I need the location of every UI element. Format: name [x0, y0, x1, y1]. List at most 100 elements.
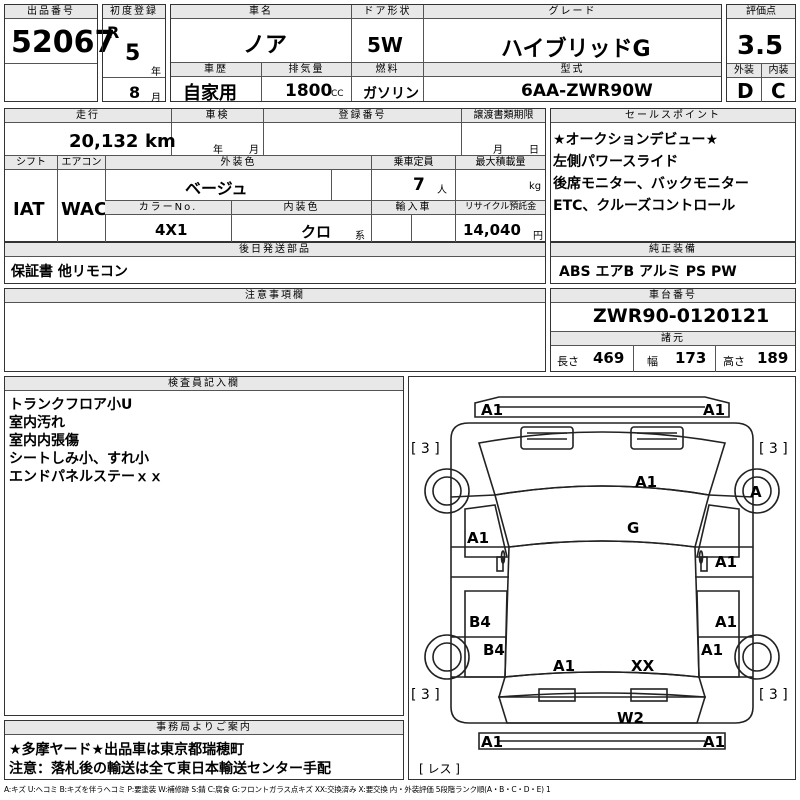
car-name-label: 車名	[171, 5, 351, 19]
inspector-note: 室内汚れ	[9, 415, 65, 431]
mark-right-rear-door: A1	[715, 613, 737, 631]
month-unit: 月	[151, 93, 161, 104]
inspector-note: エンドパネルステーｘｘ	[9, 469, 163, 485]
recycle-label: リサイクル預託金	[455, 201, 545, 215]
chassis-box: 車台番号 ZWR90-0120121 諸元 長さ 469 幅 173 高さ 18…	[550, 288, 796, 372]
first-registration-box: 初度登録 R 5 年 8 月	[102, 4, 166, 104]
plate-label: 登録番号	[263, 109, 461, 123]
interior-color: クロ	[301, 223, 332, 241]
mark-bracket-tl: [ 3 ]	[411, 441, 440, 457]
car-diagram: A1 A1 [ 3 ] [ 3 ] A1 A G A1 A1 B4 A1 B4 …	[411, 396, 788, 776]
vehicle-history: 自家用	[183, 83, 237, 104]
inspection-year-unit: 年	[213, 145, 223, 156]
interior-color-unit: 系	[355, 231, 365, 242]
sales-point: 後席モニター、バックモニター	[553, 176, 749, 192]
model-label: 型式	[423, 63, 721, 77]
mark-front-left: A1	[481, 401, 503, 419]
office-notice-label: 事務局よりご案内	[5, 721, 403, 735]
mark-left-rear: B4	[483, 641, 505, 659]
kg-unit: kg	[529, 181, 542, 192]
height-label: 高さ	[723, 355, 745, 368]
first-registration-label: 初度登録	[103, 5, 165, 19]
interior-label: 内装	[761, 64, 795, 78]
notes-label: 注意事項欄	[5, 289, 545, 303]
capacity-unit: 人	[437, 185, 447, 196]
exterior-color: ベージュ	[185, 179, 248, 198]
equipment-label: 純正装備	[551, 243, 795, 257]
mark-roof-rear-left: A1	[553, 657, 575, 675]
grade-label: グレード	[423, 5, 721, 19]
year-unit: 年	[151, 67, 161, 78]
office-line: 注意：落札後の輸送は全て東日本輸送センター手配	[9, 761, 331, 777]
inspection-label: 車検	[171, 109, 263, 123]
mark-left-rear-door: B4	[469, 613, 491, 631]
sales-points-box: セールスポイント ★オークションデビュー★ 左側パワースライド 後席モニター、バ…	[550, 108, 796, 242]
equipment: ABS エアB アルミ PS PW	[559, 264, 737, 280]
interior-grade: C	[771, 79, 786, 103]
sales-point: ★オークションデビュー★	[553, 132, 719, 148]
score-label: 評価点	[727, 5, 795, 19]
color-number: 4X1	[155, 221, 188, 239]
mark-front-right: A1	[703, 401, 725, 419]
max-load-label: 最大積載量	[455, 156, 545, 170]
lot-number-box: 出品番号 52067	[4, 4, 115, 102]
inspector-notes-label: 検査員記入欄	[5, 377, 403, 391]
mileage: 20,132	[69, 131, 139, 152]
fuel: ガソリン	[363, 86, 419, 102]
inspector-notes-box: 検査員記入欄 トランクフロア小U 室内汚れ 室内内張傷 シートしみ小、すれ小 エ…	[4, 376, 404, 716]
recycle-deposit: 14,040	[463, 221, 521, 239]
length-label: 長さ	[557, 355, 579, 368]
chassis-label: 車台番号	[551, 289, 795, 303]
capacity-label: 乗車定員	[371, 156, 455, 170]
spec-label: 諸元	[551, 331, 795, 346]
sales-point: ETC、クルーズコントロール	[553, 198, 736, 214]
lot-number-label: 出品番号	[5, 5, 97, 19]
reg-month: 8	[129, 83, 141, 102]
mark-bracket-bl: [ 3 ]	[411, 687, 440, 703]
later-parts: 保証書 他リモコン	[11, 264, 128, 280]
int-color-label: 内装色	[231, 201, 371, 215]
office-line: ★多摩ヤード★出品車は東京都瑞穂町	[9, 742, 245, 758]
import-label: 輸入車	[371, 201, 455, 215]
aircon: WAC	[61, 199, 108, 220]
color-no-label: カラーNo.	[105, 201, 231, 215]
car-info-box: 車名 ドア形状 グレード ノア 5W ハイブリッドG 車歴 排気量 燃料 型式 …	[170, 4, 722, 104]
mark-less: [ レス ]	[419, 762, 460, 776]
legend: A:キズ U:ヘコミ B:キズを伴うヘコミ P:要塗装 W:補修跡 S:錆 C:…	[4, 785, 551, 794]
shift: IAT	[13, 199, 45, 220]
exterior-label: 外装	[727, 64, 761, 78]
inspector-note: トランクフロア小U	[9, 397, 133, 413]
cc-unit: CC	[331, 89, 344, 99]
mark-rear-bumper: W2	[617, 709, 644, 727]
width-label: 幅	[647, 355, 658, 368]
grade: ハイブリッドG	[501, 37, 651, 62]
transfer-month-unit: 月	[493, 145, 503, 156]
mark-glass: G	[627, 519, 639, 537]
inspector-note: 室内内張傷	[9, 433, 79, 449]
era: R	[107, 23, 120, 42]
score-box: 評価点 3.5 外装 内装 D C	[726, 4, 796, 103]
damage-diagram-box: A1 A1 [ 3 ] [ 3 ] A1 A G A1 A1 B4 A1 B4 …	[408, 376, 796, 780]
score: 3.5	[737, 31, 784, 61]
aircon-label: エアコン	[57, 156, 105, 170]
transfer-label: 譲渡書類期限	[461, 109, 545, 123]
inspection-month-unit: 月	[249, 145, 259, 156]
mark-left-front-door: A1	[467, 529, 489, 547]
mark-bracket-tr: [ 3 ]	[759, 441, 788, 457]
displacement-label: 排気量	[261, 63, 351, 77]
chassis-number: ZWR90-0120121	[593, 305, 770, 327]
car-name: ノア	[243, 33, 288, 58]
width: 173	[675, 349, 707, 367]
mark-bracket-br: [ 3 ]	[759, 687, 788, 703]
history-label: 車歴	[171, 63, 261, 77]
notes-box: 注意事項欄	[4, 288, 546, 372]
mark-right-rear: A1	[701, 641, 723, 659]
mark-rear-left: A1	[481, 733, 503, 751]
equipment-box: 純正装備 ABS エアB アルミ PS PW	[550, 242, 796, 284]
capacity: 7	[413, 175, 425, 195]
inspector-note: シートしみ小、すれ小	[9, 451, 149, 467]
mark-hood: A1	[635, 473, 657, 491]
later-parts-label: 後日発送部品	[5, 243, 545, 257]
details-box: 走行 車検 登録番号 譲渡書類期限 20,132 km 年 月 月 日 シフト …	[4, 108, 546, 242]
office-notice-box: 事務局よりご案内 ★多摩ヤード★出品車は東京都瑞穂町 注意：落札後の輸送は全て東…	[4, 720, 404, 780]
